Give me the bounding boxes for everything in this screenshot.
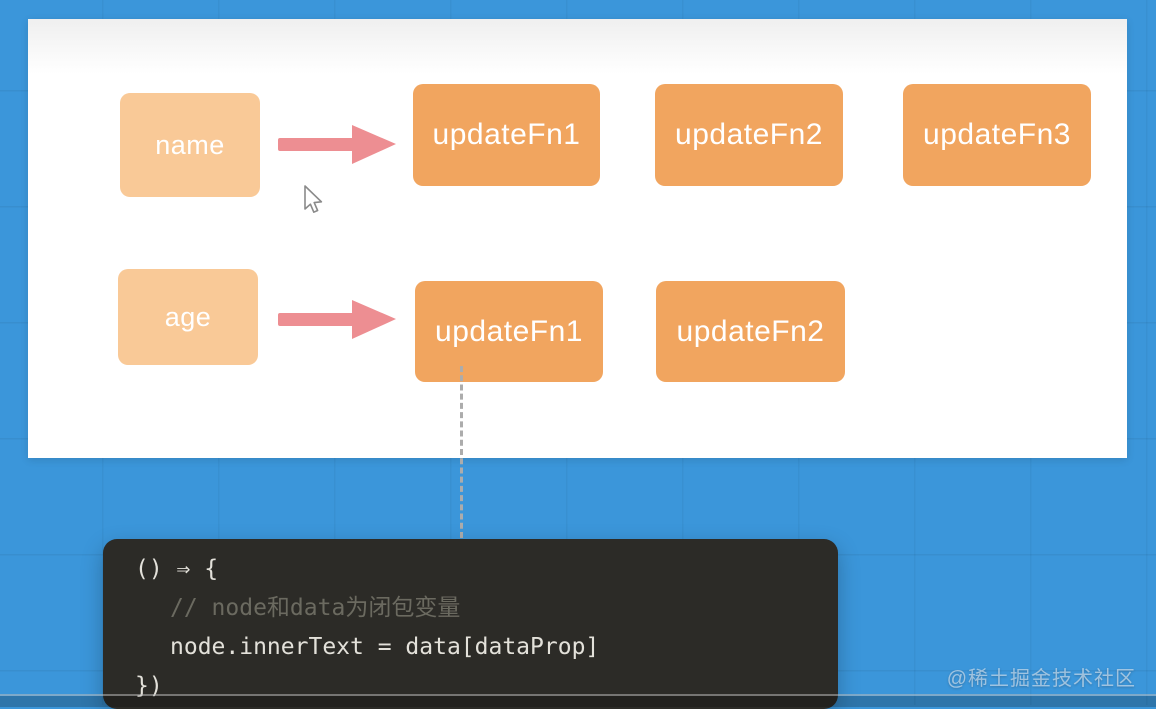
arrow-right-icon — [278, 300, 396, 339]
diagram-node-updatefn1-row2: updateFn1 — [415, 281, 603, 382]
code-line-1: () ⇒ { — [135, 556, 219, 582]
node-label: updateFn2 — [676, 314, 825, 348]
node-label: updateFn1 — [435, 314, 583, 348]
diagram-node-updatefn3-row1: updateFn3 — [903, 84, 1091, 186]
dashed-connector-line — [460, 366, 463, 538]
watermark-text: @稀土掘金技术社区 — [946, 668, 1136, 690]
code-line-comment: // node和data为闭包变量 — [170, 595, 461, 621]
node-label: name — [155, 129, 225, 160]
code-line-4: }) — [135, 673, 163, 699]
mouse-cursor-icon — [304, 185, 323, 214]
bottom-player-bar[interactable] — [0, 694, 1156, 707]
code-snippet-block: () ⇒ { // node和data为闭包变量 node.innerText … — [103, 539, 838, 709]
diagram-panel: name updateFn1 updateFn2 updateFn3 age u… — [28, 19, 1127, 458]
node-label: updateFn3 — [923, 118, 1071, 151]
diagram-node-updatefn2-row2: updateFn2 — [656, 281, 845, 382]
node-label: updateFn1 — [432, 118, 581, 151]
diagram-node-age: age — [118, 269, 258, 365]
node-label: age — [164, 301, 212, 332]
diagram-node-updatefn2-row1: updateFn2 — [655, 84, 843, 186]
node-label: updateFn2 — [675, 118, 823, 151]
diagram-node-updatefn1-row1: updateFn1 — [413, 84, 600, 186]
diagram-node-name: name — [120, 93, 260, 197]
code-line-3: node.innerText = data[dataProp] — [170, 634, 600, 660]
arrow-right-icon — [278, 125, 396, 164]
